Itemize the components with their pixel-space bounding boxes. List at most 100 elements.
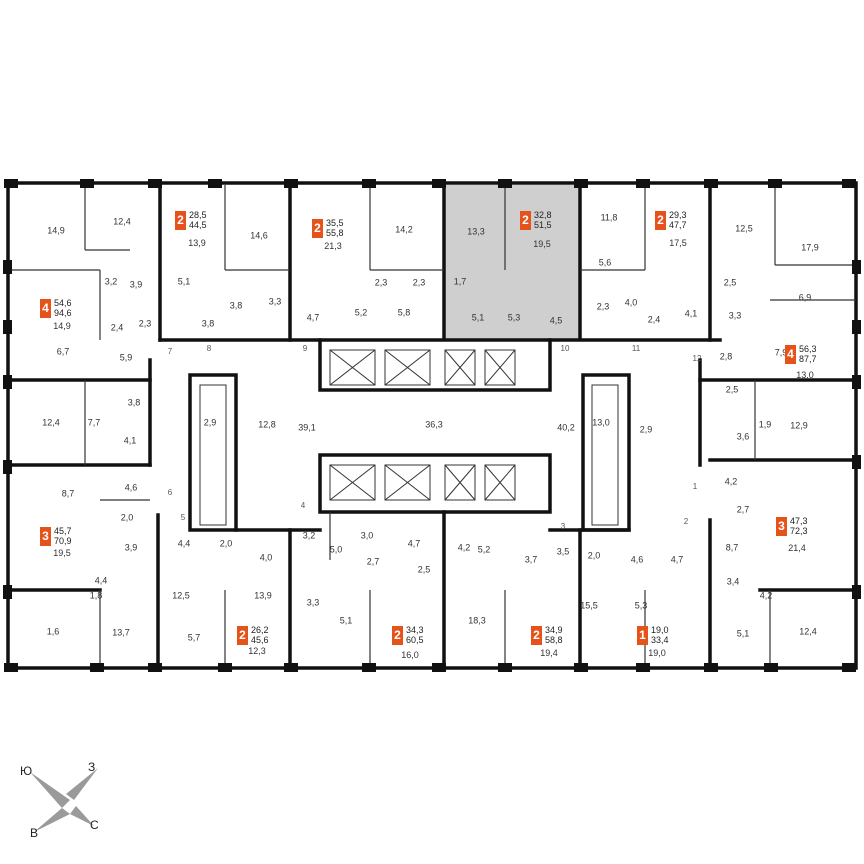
apartment-room-area: 16,0	[401, 650, 419, 660]
room-area-label: 5,1	[177, 276, 191, 287]
door-number-label: 9	[302, 344, 308, 353]
room-area-label: 2,3	[138, 318, 152, 329]
room-area-label: 8,7	[725, 542, 739, 553]
living-area: 35,5	[326, 218, 344, 228]
room-area-label: 4,0	[259, 552, 273, 563]
door-number-label: 7	[167, 347, 173, 356]
room-area-label: 12,5	[735, 223, 753, 234]
room-area-label: 2,5	[725, 384, 739, 395]
living-area: 19,0	[651, 625, 669, 635]
apartment-room-area: 19,0	[648, 648, 666, 658]
compass-label-ne: З	[88, 760, 96, 774]
room-area-label: 12,4	[113, 216, 131, 227]
door-number-label: 1	[692, 482, 698, 491]
living-area: 32,8	[534, 210, 552, 220]
room-area-label: 5,3	[507, 312, 521, 323]
room-area-label: 2,4	[647, 314, 661, 325]
room-area-label: 5,7	[187, 632, 201, 643]
room-area-label: 2,3	[374, 277, 388, 288]
living-area: 56,3	[799, 344, 817, 354]
room-area-label: 12,5	[172, 590, 190, 601]
room-area-label: 7,7	[87, 417, 101, 428]
door-number-label: 6	[167, 488, 173, 497]
room-area-label: 8,7	[61, 488, 75, 499]
room-count-badge: 3	[776, 516, 787, 536]
room-area-label: 3,5	[556, 546, 570, 557]
total-area: 44,5	[189, 220, 207, 230]
apartment-room-area: 13,0	[796, 370, 814, 380]
room-area-label: 14,2	[395, 224, 413, 235]
room-area-label: 2,7	[736, 504, 750, 515]
apartment-room-area: 21,3	[324, 241, 342, 251]
room-area-label: 14,9	[47, 225, 65, 236]
apartment-room-area: 12,3	[248, 646, 266, 656]
room-area-label: 3,3	[306, 597, 320, 608]
room-area-label: 40,2	[557, 422, 575, 433]
apartment-room-area: 14,9	[53, 321, 71, 331]
door-number-label: 4	[300, 501, 306, 510]
room-area-label: 2,7	[366, 556, 380, 567]
living-area: 29,3	[669, 210, 687, 220]
room-area-label: 5,1	[736, 628, 750, 639]
room-area-label: 4,2	[457, 542, 471, 553]
door-number-label: 12	[692, 354, 702, 363]
room-area-label: 13,7	[112, 627, 130, 638]
room-area-label: 13,3	[467, 226, 485, 237]
apartment-room-area: 21,4	[788, 543, 806, 553]
room-area-label: 14,6	[250, 230, 268, 241]
room-area-label: 3,8	[127, 397, 141, 408]
room-area-label: 3,6	[736, 431, 750, 442]
room-area-label: 3,0	[360, 530, 374, 541]
living-area: 54,6	[54, 298, 72, 308]
door-number-label: 8	[206, 344, 212, 353]
room-area-label: 3,2	[302, 530, 316, 541]
total-area: 72,3	[790, 526, 808, 536]
compass: Ю З В С	[18, 756, 118, 856]
room-area-label: 6,9	[798, 292, 812, 303]
room-area-label: 4,7	[306, 312, 320, 323]
room-area-label: 1,8	[89, 590, 103, 601]
door-number-label: 11	[631, 344, 641, 353]
room-count-badge: 2	[237, 625, 248, 645]
room-area-label: 4,7	[407, 538, 421, 549]
room-area-label: 2,0	[219, 538, 233, 549]
room-area-label: 2,0	[587, 550, 601, 561]
compass-label-se: С	[90, 818, 99, 832]
room-area-label: 5,2	[477, 544, 491, 555]
room-area-label: 5,3	[634, 600, 648, 611]
room-area-label: 12,8	[258, 419, 276, 430]
room-area-label: 2,3	[412, 277, 426, 288]
room-area-label: 1,6	[46, 626, 60, 637]
apartment-room-area: 13,9	[188, 238, 206, 248]
room-count-badge: 2	[392, 625, 403, 645]
compass-label-sw: В	[30, 826, 39, 840]
room-count-badge: 3	[40, 526, 51, 546]
compass-rose-icon	[30, 768, 98, 832]
room-area-label: 18,3	[468, 615, 486, 626]
living-area: 26,2	[251, 625, 269, 635]
room-area-label: 4,4	[94, 575, 108, 586]
total-area: 60,5	[406, 635, 424, 645]
room-area-label: 13,9	[254, 590, 272, 601]
room-count-badge: 1	[637, 625, 648, 645]
